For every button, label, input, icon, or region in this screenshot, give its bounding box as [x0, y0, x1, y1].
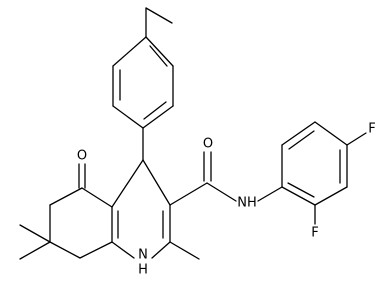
ethylphenyl-ring	[112, 36, 174, 129]
dihydropyridine-ring	[111, 159, 171, 259]
cyclohexenone-ring	[49, 187, 113, 259]
c2-methyl-bond	[169, 241, 200, 260]
atom-label-o-amide: O	[203, 137, 213, 152]
atom-fluorine-para: F	[368, 122, 375, 137]
atom-fluorine-ortho: F	[311, 226, 318, 241]
atom-label-o-ketone: O	[77, 149, 87, 164]
atom-label-f-ortho: F	[311, 226, 318, 241]
atom-label-h-ring: H	[138, 263, 148, 278]
gem-dimethyl-bonds	[19, 224, 51, 260]
atom-label-f-para: F	[368, 122, 375, 137]
atom-label-nh: NH	[237, 196, 257, 211]
ketone-bond	[78, 163, 86, 189]
difluorophenyl-ring	[281, 121, 348, 206]
para-fluorine-bond	[346, 132, 367, 146]
atom-nitrogen-ring: N H	[138, 248, 148, 278]
atom-nitrogen-amide: NH	[237, 196, 257, 211]
amide-group	[169, 151, 283, 206]
atom-oxygen-amide: O	[203, 137, 213, 152]
ethyl-group	[145, 7, 173, 38]
atom-oxygen-ketone: O	[77, 149, 87, 164]
atom-label-n-ring: N	[138, 248, 148, 263]
